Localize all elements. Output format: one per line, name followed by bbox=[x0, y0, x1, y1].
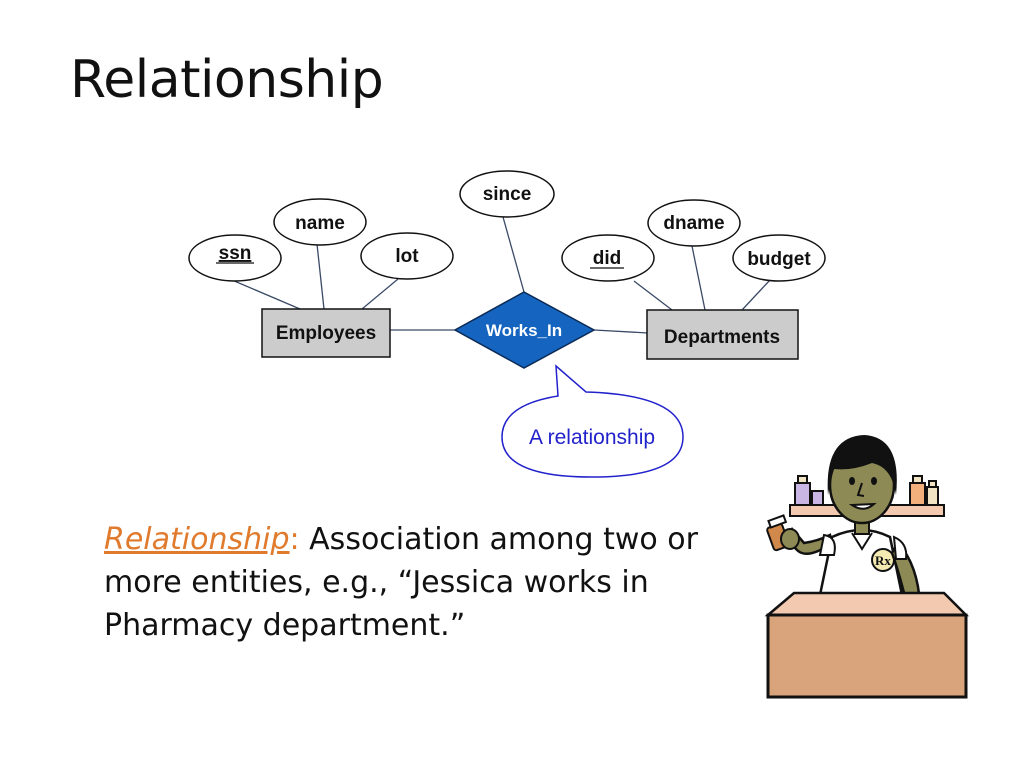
attribute-budget: budget bbox=[732, 234, 826, 282]
counter-top-icon bbox=[764, 591, 970, 617]
nose-icon bbox=[856, 482, 865, 497]
line-name-employees bbox=[316, 243, 325, 310]
line-dname-departments bbox=[691, 245, 706, 311]
attribute-ssn-label: ssn bbox=[219, 243, 252, 264]
sleeve-icon bbox=[818, 533, 836, 556]
definition-term: Relationship bbox=[104, 522, 290, 557]
connector-lines bbox=[231, 216, 771, 334]
attribute-name: name bbox=[273, 198, 367, 246]
entity-departments-label: Departments bbox=[664, 327, 780, 348]
bottle-icon bbox=[811, 490, 824, 506]
rx-badge-label: Rx bbox=[875, 553, 891, 568]
attribute-did-shape bbox=[561, 234, 655, 282]
attribute-budget-shape bbox=[732, 234, 826, 282]
attribute-ssn-shape bbox=[188, 234, 282, 282]
entity-employees-label: Employees bbox=[276, 323, 376, 344]
bottle-icon bbox=[926, 480, 939, 506]
attribute-lot-label: lot bbox=[395, 246, 419, 267]
attribute-dname-shape bbox=[647, 199, 741, 247]
hair-icon bbox=[827, 435, 897, 495]
counter-icon bbox=[766, 613, 968, 699]
bottle-icon bbox=[909, 475, 926, 506]
bottle-icon bbox=[794, 475, 811, 506]
pill-bottle-icon bbox=[766, 514, 790, 552]
attribute-lot-shape bbox=[360, 232, 454, 280]
pharmacist-illustration-icon: Rx bbox=[764, 435, 970, 699]
slide-title: Relationship bbox=[70, 50, 384, 110]
callout-label: A relationship bbox=[529, 426, 655, 449]
attribute-ssn: ssn bbox=[188, 234, 282, 282]
attribute-did-label: did bbox=[593, 248, 622, 269]
hand-icon bbox=[780, 528, 800, 550]
entity-employees: Employees bbox=[261, 308, 391, 358]
entity-employees-shape bbox=[261, 308, 391, 358]
definition-text: Relationship: Association among two or m… bbox=[104, 518, 724, 647]
attribute-name-shape bbox=[273, 198, 367, 246]
relationship-diamond bbox=[453, 291, 596, 369]
line-budget-departments bbox=[741, 279, 771, 311]
relationship-label: Works_In bbox=[486, 321, 562, 340]
definition-body: Association among two or more entities, … bbox=[104, 522, 698, 643]
attribute-budget-label: budget bbox=[747, 249, 811, 270]
er-diagram: ssn name lot since did dname budget Empl… bbox=[188, 170, 826, 478]
attribute-since: since bbox=[459, 170, 555, 218]
line-since-worksin bbox=[502, 216, 525, 293]
line-ssn-employees bbox=[231, 279, 301, 310]
attribute-since-shape bbox=[459, 170, 555, 218]
line-did-departments bbox=[633, 280, 673, 311]
relationship-works-in: Works_In bbox=[453, 291, 596, 369]
eye-icon bbox=[871, 477, 877, 485]
attribute-since-label: since bbox=[483, 184, 532, 205]
definition-colon: : bbox=[289, 522, 300, 557]
attribute-did: did bbox=[561, 234, 655, 282]
entity-departments-shape bbox=[646, 309, 799, 360]
attribute-dname: dname bbox=[647, 199, 741, 247]
sleeve-icon bbox=[892, 535, 908, 560]
callout-shape bbox=[501, 364, 684, 478]
attribute-dname-label: dname bbox=[663, 213, 724, 234]
attribute-name-label: name bbox=[295, 213, 345, 234]
callout-bubble: A relationship bbox=[501, 364, 684, 478]
smile-icon bbox=[848, 502, 877, 510]
collar-icon bbox=[851, 532, 873, 551]
line-lot-employees bbox=[361, 278, 399, 310]
line-worksin-departments bbox=[593, 329, 649, 334]
attribute-lot: lot bbox=[360, 232, 454, 280]
eye-icon bbox=[849, 477, 855, 485]
entity-departments: Departments bbox=[646, 309, 799, 360]
